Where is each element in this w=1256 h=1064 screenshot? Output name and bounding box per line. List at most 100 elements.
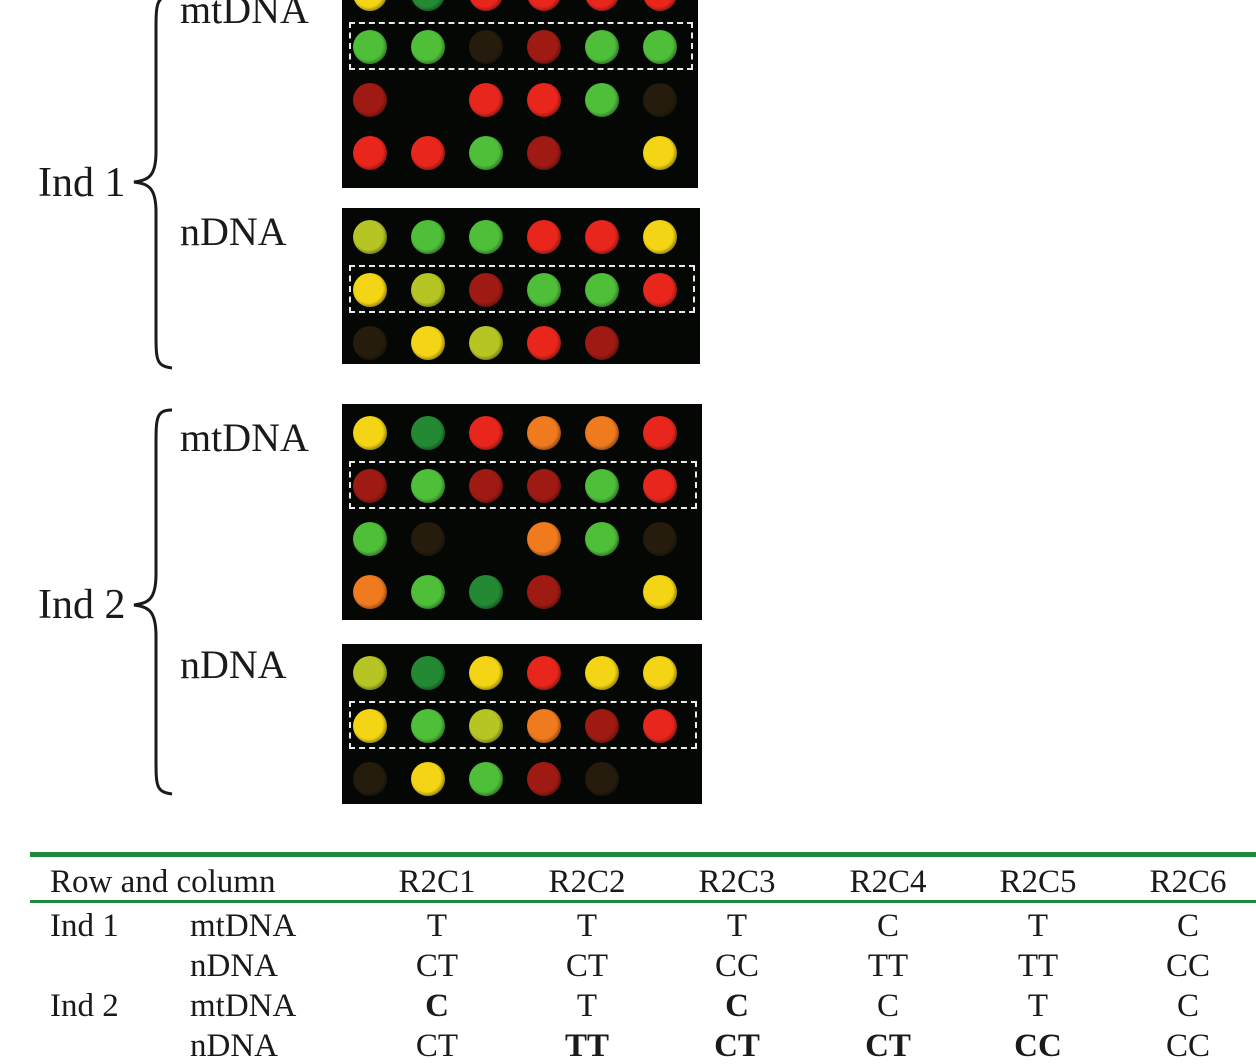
ind1-mtdna-label: mtDNA [180,0,309,32]
array-spot [527,575,561,609]
array-spot [469,656,503,690]
array-spot [411,522,445,556]
table-cell-genotype: C [876,988,899,1024]
table-cell-dna-type: nDNA [190,1028,278,1064]
array-spot [353,220,387,254]
array-spot [411,220,445,254]
ind2-ndna-label: nDNA [180,642,287,687]
table-header-row-and-column: Row and column [50,864,276,900]
array-spot [469,416,503,450]
array-spot [527,416,561,450]
array-spot [585,762,619,796]
array-spot [411,762,445,796]
array-spot [469,469,503,503]
genotype-table: Row and column R2C1 R2C2 R2C3 R2C4 R2C5 … [30,852,1256,1064]
table-top-rule [30,852,1256,857]
array-spot [527,220,561,254]
array-spot [353,136,387,170]
table-header-r2c4: R2C4 [849,864,927,900]
array-spot [353,762,387,796]
array-spot [411,0,445,11]
table-cell-genotype: TT [564,1028,610,1064]
table-header-r2c2: R2C2 [548,864,626,900]
table-cell-dna-type: nDNA [190,948,278,984]
array-spot [469,326,503,360]
table-cell-genotype: T [726,908,748,944]
table-cell-genotype: CC [1165,1028,1211,1064]
table-cell-genotype: CT [415,948,459,984]
table-header-r2c3: R2C3 [698,864,776,900]
array-spot [469,30,503,64]
array-spot [643,522,677,556]
array-spot [643,0,677,11]
array-spot [643,83,677,117]
array-spot [643,709,677,743]
table-cell-genotype: C [425,988,449,1024]
array-spot [411,575,445,609]
table-cell-genotype: C [876,908,899,944]
array-spot [643,220,677,254]
array-spot [469,0,503,11]
array-spot [585,709,619,743]
ind2-mtdna-label: mtDNA [180,415,309,460]
highlighted-row-box [349,22,693,70]
array-spot [527,709,561,743]
ind1-mtdna-panel [342,0,698,188]
table-cell-genotype: TT [867,948,909,984]
table-cell-genotype: C [1176,908,1199,944]
table-cell-dna-type: mtDNA [190,988,297,1024]
individual-label-2: Ind 2 [38,582,126,628]
array-spot [527,762,561,796]
table-header-r2c6: R2C6 [1149,864,1227,900]
table-cell-genotype: CT [865,1028,911,1064]
array-spot [353,469,387,503]
array-spot [527,83,561,117]
array-spot [353,326,387,360]
array-spot [353,416,387,450]
highlighted-row-box [349,701,697,749]
table-cell-dna-type: mtDNA [190,908,297,944]
array-spot [411,30,445,64]
table-cell-genotype: T [1027,908,1049,944]
array-spot [527,30,561,64]
table-cell-genotype: CC [1014,1028,1062,1064]
array-spot [353,522,387,556]
table-cell-individual: Ind 1 [50,908,119,944]
table-cell-genotype: CT [415,1028,459,1064]
table-cell-individual: Ind 2 [50,988,119,1024]
array-spot [585,656,619,690]
array-spot [353,575,387,609]
table-header-rule [30,900,1256,903]
array-spot [353,709,387,743]
table-cell-genotype: CC [714,948,760,984]
array-spot [411,416,445,450]
array-spot [585,220,619,254]
array-spot [585,83,619,117]
table-cell-genotype: TT [1017,948,1059,984]
array-spot [585,469,619,503]
array-spot [469,709,503,743]
individual-label-1: Ind 1 [38,160,126,206]
array-spot [585,416,619,450]
array-spot [353,83,387,117]
table-cell-genotype: T [576,908,598,944]
array-spot [527,469,561,503]
array-spot [353,30,387,64]
array-spot [527,656,561,690]
highlighted-row-box [349,461,697,509]
table-header-r2c5: R2C5 [999,864,1077,900]
array-spot [643,575,677,609]
array-spot [527,522,561,556]
highlighted-row-box [349,265,695,313]
array-spot [469,136,503,170]
array-spot [411,136,445,170]
table-cell-genotype: T [1027,988,1049,1024]
array-spot [411,326,445,360]
array-spot [353,656,387,690]
array-spot [643,416,677,450]
array-spot [585,326,619,360]
ind1-ndna-panel [342,208,700,364]
ind2-mtdna-panel [342,404,702,620]
table-cell-genotype: CC [1165,948,1211,984]
array-spot [643,469,677,503]
